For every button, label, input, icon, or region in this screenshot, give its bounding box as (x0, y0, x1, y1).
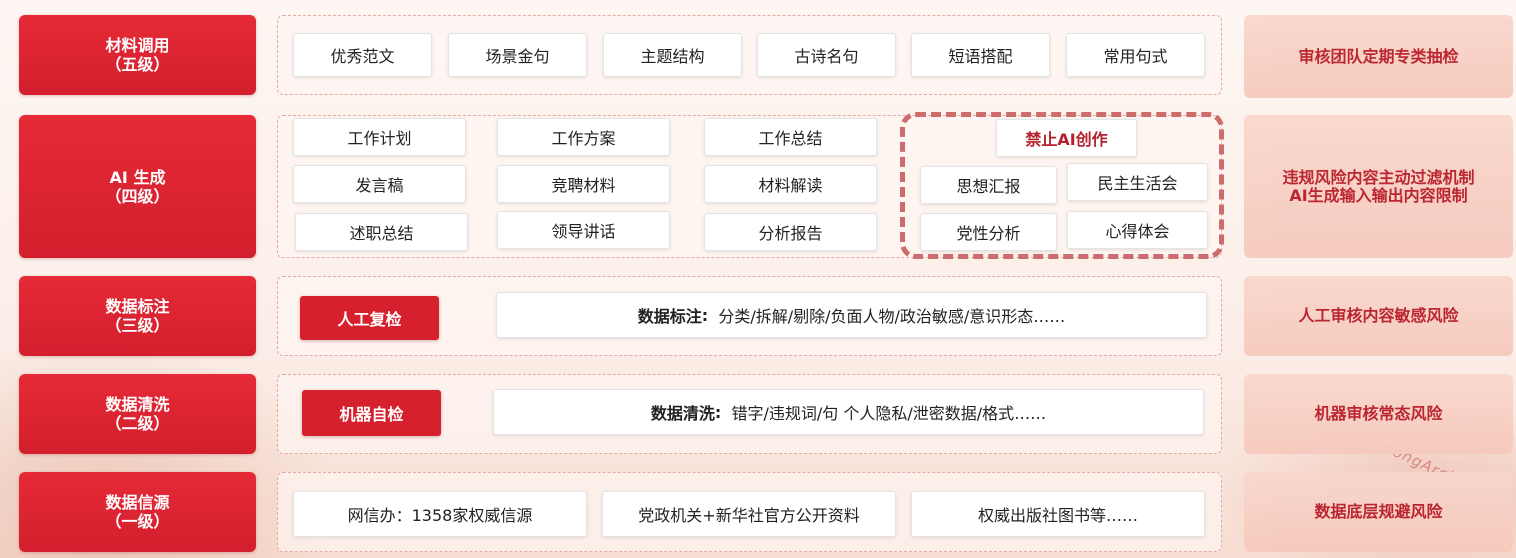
annotation-colon: : (701, 305, 709, 325)
risk-level-4-text-2: AI生成输入输出内容限制 (1289, 185, 1468, 205)
cleaning-text: 错字/违规词/句 个人隐私/泄密数据/格式…… (731, 404, 1047, 423)
ai-gen-item: 工作计划 (293, 118, 466, 156)
ai-gen-item: 分析报告 (704, 213, 877, 251)
ai-gen-item: 工作方案 (497, 118, 670, 156)
annotation-label: 数据标注 (637, 307, 702, 326)
ai-gen-item: 领导讲话 (497, 211, 670, 249)
cleaning-label: 数据清洗 (650, 404, 715, 423)
level-5-zone (277, 15, 1222, 95)
level-4-title: AI 生成 (109, 167, 166, 187)
material-item: 主题结构 (603, 33, 742, 77)
source-item: 网信办：1358家权威信源 (293, 491, 587, 537)
level-3-title: 数据标注 (105, 297, 170, 316)
risk-level-4: 违规风险内容主动过滤机制 AI生成输入输出内容限制 (1244, 115, 1513, 258)
forbidden-item: 思想汇报 (920, 166, 1057, 204)
risk-level-2: 机器审核常态风险 (1244, 374, 1513, 454)
manual-recheck-button: 人工复检 (300, 296, 439, 340)
level-3-label: 数据标注 （三级） (19, 276, 256, 356)
level-5-label: 材料调用 （五级） (19, 15, 256, 95)
risk-level-3: 人工审核内容敏感风险 (1244, 276, 1513, 356)
cleaning-description: 数据清洗: 错字/违规词/句 个人隐私/泄密数据/格式…… (493, 389, 1204, 435)
risk-level-3-text: 人工审核内容敏感风险 (1298, 306, 1459, 325)
forbidden-zone (900, 112, 1224, 259)
risk-level-1: 数据底层规避风险 (1244, 472, 1513, 552)
forbidden-item: 民主生活会 (1067, 163, 1208, 201)
risk-level-4-text-1: 违规风险内容主动过滤机制 (1282, 167, 1475, 187)
risk-level-1-text: 数据底层规避风险 (1314, 502, 1443, 521)
ai-gen-item: 述职总结 (295, 213, 468, 251)
level-4-grade: （四级） (105, 186, 170, 206)
material-item: 优秀范文 (293, 33, 432, 77)
material-item: 短语搭配 (911, 33, 1050, 77)
annotation-description: 数据标注: 分类/拆解/剔除/负面人物/政治敏感/意识形态…… (496, 292, 1207, 338)
level-4-label: AI 生成 （四级） (19, 115, 256, 258)
material-item: 常用句式 (1066, 33, 1205, 77)
level-2-label: 数据清洗 （二级） (19, 374, 256, 454)
level-1-grade: （一级） (105, 512, 170, 531)
ai-gen-item: 材料解读 (704, 165, 877, 203)
level-1-title: 数据信源 (105, 493, 170, 512)
ai-gen-item: 竞聘材料 (497, 165, 670, 203)
level-5-title: 材料调用 (105, 36, 170, 55)
ai-gen-item: 发言稿 (293, 165, 466, 203)
ai-gen-item: 工作总结 (704, 118, 877, 156)
forbidden-title: 禁止AI创作 (996, 119, 1137, 157)
cleaning-colon: : (714, 402, 722, 422)
material-item: 古诗名句 (757, 33, 896, 77)
material-item: 场景金句 (448, 33, 587, 77)
level-2-title: 数据清洗 (105, 395, 170, 414)
machine-selfcheck-button: 机器自检 (302, 390, 441, 436)
level-5-grade: （五级） (105, 55, 170, 74)
level-2-grade: （二级） (105, 414, 170, 433)
risk-level-5-text: 审核团队定期专类抽检 (1298, 46, 1459, 66)
forbidden-item: 党性分析 (920, 213, 1057, 251)
risk-level-5: 审核团队定期专类抽检 (1244, 15, 1513, 98)
source-item: 权威出版社图书等…… (911, 491, 1205, 537)
level-1-label: 数据信源 （一级） (19, 472, 256, 552)
level-3-grade: （三级） (105, 316, 170, 335)
forbidden-item: 心得体会 (1067, 211, 1208, 249)
annotation-text: 分类/拆解/剔除/负面人物/政治敏感/意识形态…… (718, 307, 1066, 326)
source-item: 党政机关+新华社官方公开资料 (602, 491, 896, 537)
risk-level-2-text: 机器审核常态风险 (1314, 404, 1443, 423)
